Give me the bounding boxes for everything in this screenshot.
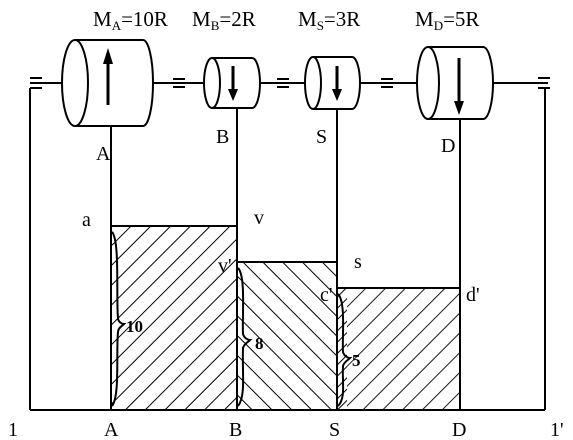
shaft-label-S: S [316, 126, 327, 148]
area-A [111, 226, 237, 410]
shaft-label-D: D [441, 135, 455, 157]
mass-label-D: MD=5R [415, 7, 479, 33]
vertical-lines [29, 88, 546, 410]
point-label-d-prime: d' [466, 284, 480, 306]
brace-S [337, 293, 353, 407]
area-D [347, 288, 460, 410]
area-outlines [30, 225, 545, 411]
baseline-label-D: D [452, 419, 466, 440]
point-label-a: a [82, 209, 91, 231]
coupling-marks [173, 78, 393, 88]
baseline-label-left: 1 [8, 419, 18, 440]
baseline-label-B: B [229, 419, 242, 440]
mass-label-B: MB=2R [192, 7, 256, 33]
baseline-label-A: A [104, 419, 119, 440]
brace-B [237, 267, 253, 407]
shaft-label-B: B [216, 126, 229, 148]
shaft-label-A: A [96, 143, 111, 165]
area-value-B: 8 [255, 334, 264, 353]
area-value-S: 5 [352, 351, 361, 370]
point-label-c-prime: c' [320, 284, 332, 306]
rotor-S [304, 56, 361, 110]
rotor-B [203, 57, 261, 109]
point-label-v: v [254, 207, 264, 229]
rotor-A [61, 39, 154, 127]
mass-label-A: MA=10R [93, 7, 168, 33]
baseline-label-S: S [329, 419, 340, 440]
rotor-D [416, 46, 494, 120]
baseline-label-right: 1' [550, 419, 564, 440]
left-bearing [30, 77, 42, 89]
brace-A [111, 231, 127, 407]
point-label-s: s [354, 251, 362, 273]
area-B [237, 262, 337, 410]
mass-label-S: MS=3R [298, 7, 360, 33]
point-label-v-prime: v' [218, 255, 232, 277]
area-value-A: 10 [126, 317, 143, 336]
